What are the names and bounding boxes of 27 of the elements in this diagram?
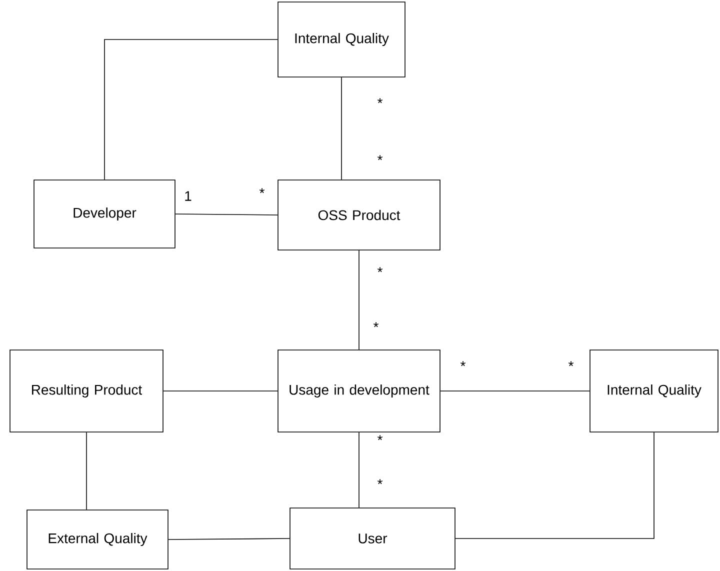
class-box: External Quality — [26, 510, 168, 570]
class-box: User — [290, 508, 456, 570]
multiplicity-label: * — [378, 479, 383, 484]
association-line — [163, 390, 278, 392]
association-line — [341, 77, 342, 180]
multiplicity-label: * — [378, 267, 383, 272]
multiplicity-label: * — [378, 98, 383, 104]
association-line — [440, 390, 590, 392]
association-line — [104, 39, 278, 180]
association-line — [455, 432, 654, 539]
multiplicity-label: * — [460, 361, 466, 366]
association-line — [358, 432, 360, 508]
association-line — [86, 432, 87, 510]
class-box: Resulting Product — [10, 350, 164, 432]
multiplicity-label: * — [374, 322, 379, 328]
association-line — [168, 538, 290, 540]
multiplicity-label: 1 — [185, 191, 192, 201]
association-line — [175, 214, 278, 216]
multiplicity-label: * — [260, 188, 265, 194]
multiplicity-label: * — [568, 361, 574, 366]
class-box: Internal Quality — [278, 2, 406, 78]
class-box: OSS Product — [278, 180, 440, 250]
multiplicity-label: * — [378, 155, 383, 160]
association-line — [358, 250, 360, 350]
class-box: Internal Quality — [590, 350, 718, 432]
class-box: Developer — [34, 180, 176, 248]
class-box: Usage in development — [278, 350, 440, 432]
